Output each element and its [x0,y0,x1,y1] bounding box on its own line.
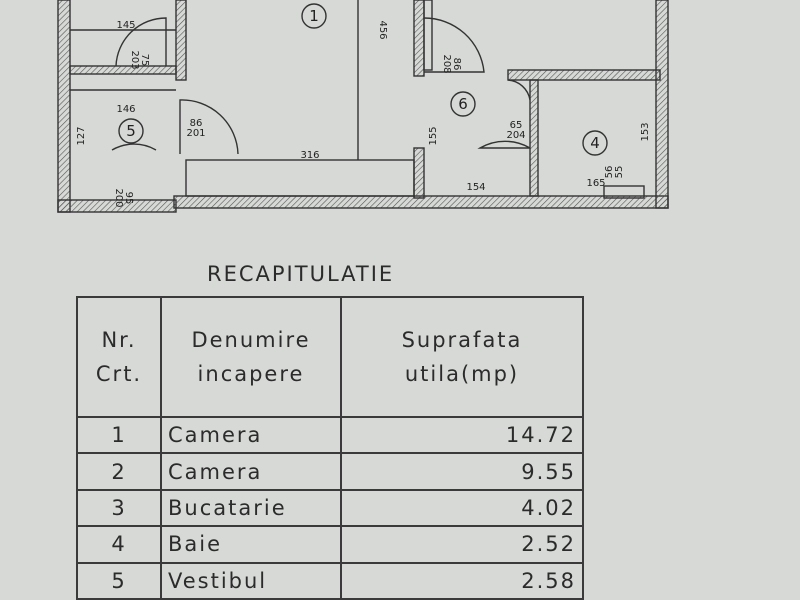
door-swing-6b [477,140,531,149]
room-number-label: 5 [126,122,136,140]
table-row: 3 Bucatarie 4.02 [76,488,584,528]
dimension-label: 155 [428,126,439,145]
cell-name: Camera [160,415,342,455]
room-number-label: 6 [458,95,468,113]
recap-table: Nr. Crt. Denumire incapere Suprafata uti… [76,296,584,600]
header-nr: Nr. Crt. [76,296,162,418]
wall-right [655,0,669,209]
cell-nr: 3 [76,488,162,528]
door-swing-5a [115,17,167,67]
cell-nr: 1 [76,415,162,455]
counter-1 [185,159,415,197]
dimension-label: 75203 [129,50,150,69]
wall-inner-f [69,65,177,75]
cell-area: 14.72 [340,415,584,455]
header-area: Suprafata utila(mp) [340,296,584,418]
counter-2 [423,0,433,71]
room-number-label: 4 [590,134,600,152]
cell-name: Baie [160,525,342,564]
fixture [603,185,645,199]
room-marker-5 [118,118,144,144]
cell-area: 4.02 [340,488,584,528]
dimension-label: 95200 [113,188,134,207]
dimension-label: 145 [116,20,135,31]
wall-left [57,0,71,213]
wall-inner-d [529,79,539,197]
cell-name: Bucatarie [160,488,342,528]
dimension-label: 86208 [441,54,462,73]
dimension-label: 127 [76,126,87,145]
dimension-label: 316 [300,150,319,161]
dimension-label: 5655 [604,166,625,179]
cell-area: 2.52 [340,525,584,564]
door-swing-5b [179,99,239,155]
wall-inner-e [507,69,661,81]
recap-title: RECAPITULATIE [207,262,395,286]
dimension-label: 154 [466,182,485,193]
table-row: 4 Baie 2.52 [76,525,584,564]
cell-area: 9.55 [340,452,584,491]
door-swing-6a [423,17,485,73]
cell-nr: 5 [76,561,162,600]
cell-name: Vestibul [160,561,342,600]
dimension-label: 146 [116,104,135,115]
cell-nr: 2 [76,452,162,491]
dimension-label: 153 [640,122,651,141]
wall-inner-a [175,0,187,81]
header-name: Denumire incapere [160,296,342,418]
table-header-row: Nr. Crt. Denumire incapere Suprafata uti… [76,296,584,418]
dimension-label: 456 [377,20,388,39]
room-marker-6 [450,91,476,117]
table-row: 2 Camera 9.55 [76,452,584,491]
dimension-label: 165 [586,178,605,189]
table-row: 5 Vestibul 2.58 [76,561,584,600]
cell-nr: 4 [76,525,162,564]
wall-inner-c [413,147,425,199]
cell-name: Camera [160,452,342,491]
cell-area: 2.58 [340,561,584,600]
room-number-label: 1 [309,7,319,25]
room-marker-4 [582,130,608,156]
door-swing-6c [507,79,531,101]
wall-inner-b [413,0,425,77]
door-swing-5c [111,143,157,151]
room-marker-1 [301,3,327,29]
table-row: 1 Camera 14.72 [76,415,584,455]
